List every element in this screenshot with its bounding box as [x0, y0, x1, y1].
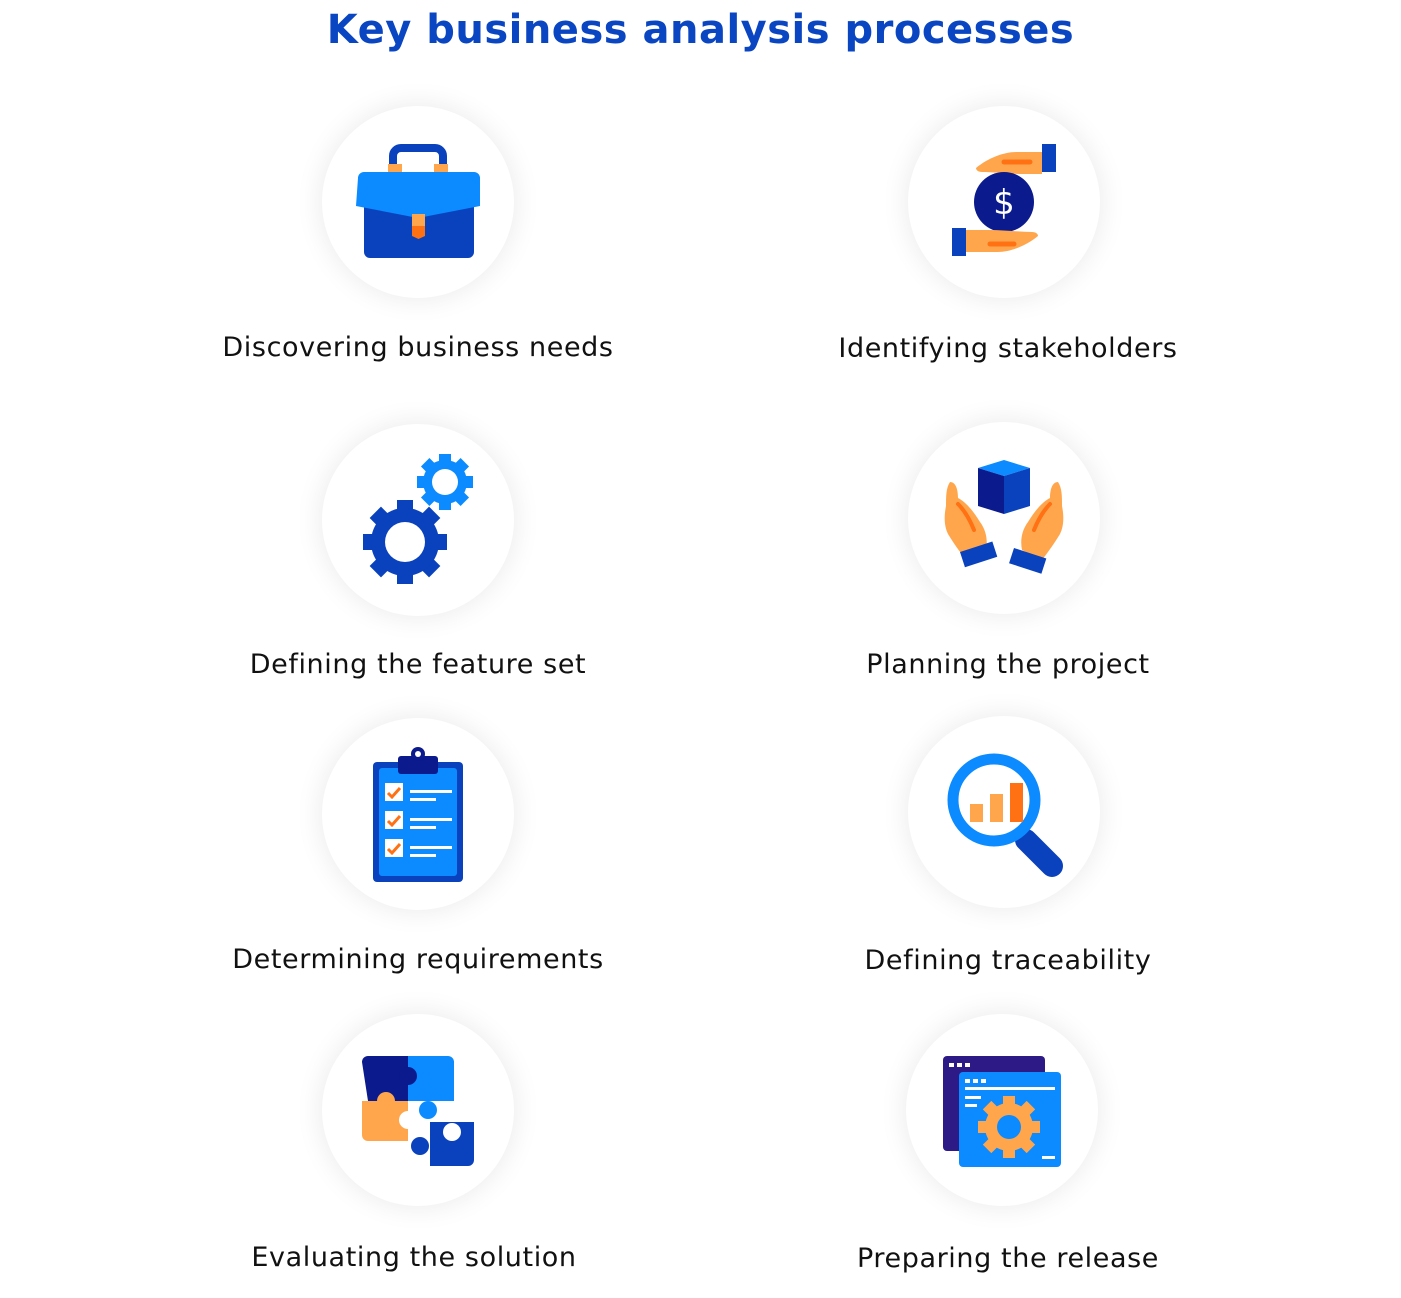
icon-circle — [322, 718, 514, 910]
gears-icon — [363, 454, 473, 584]
icon-circle — [322, 106, 514, 298]
process-label: Defining the feature set — [249, 649, 587, 680]
icon-circle — [906, 1014, 1098, 1206]
process-label: Discovering business needs — [222, 332, 614, 363]
clipboard-checklist-icon — [373, 747, 463, 882]
hands-cube-icon — [944, 460, 1064, 574]
briefcase-icon — [356, 144, 480, 258]
process-label: Preparing the release — [857, 1243, 1159, 1274]
icon-circle — [322, 424, 514, 616]
icon-circle — [908, 716, 1100, 908]
icon-circle — [908, 422, 1100, 614]
magnifier-chart-icon — [947, 753, 1063, 877]
page-title: Key business analysis processes — [326, 7, 1075, 53]
svg-text:$: $ — [993, 183, 1015, 223]
process-label: Identifying stakeholders — [838, 333, 1178, 364]
process-label: Determining requirements — [232, 944, 604, 975]
hands-dollar-icon: $ — [952, 144, 1056, 256]
icon-circle — [322, 1014, 514, 1206]
puzzle-icon — [362, 1056, 474, 1166]
process-label: Planning the project — [866, 649, 1150, 680]
process-label: Evaluating the solution — [251, 1242, 577, 1273]
window-gear-icon — [943, 1056, 1061, 1167]
process-label: Defining traceability — [864, 945, 1152, 976]
icon-circle: $ — [908, 106, 1100, 298]
